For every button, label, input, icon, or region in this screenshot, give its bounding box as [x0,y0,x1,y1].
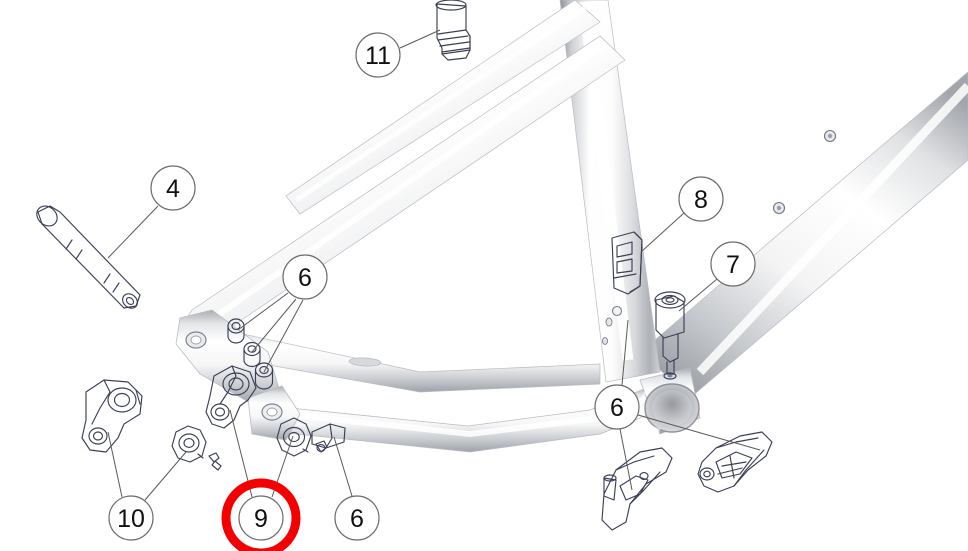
part-pivot-bolt [654,291,686,380]
frame-tube-top-tube-stub [285,0,601,215]
callout-bubble[interactable] [334,495,380,541]
frame-bottom-bracket-shell [638,367,701,435]
part-thru-axle [36,205,141,309]
leader-line-7-0 [678,278,718,312]
leader-line-6-0 [237,292,289,331]
part-screw-small-left [208,452,222,471]
callout-6-bb[interactable]: 6 [594,384,640,430]
leader-line-6-2 [263,299,304,373]
chainstay-dimple-icon [348,357,382,367]
callout-bubble[interactable] [238,495,284,541]
callout-10[interactable]: 10 [108,495,154,541]
part-threaded-insert-plug [435,0,471,61]
callout-bubble[interactable] [150,165,196,211]
leader-line-6-2 [637,414,761,451]
seat-tube-hole-icon [611,305,623,317]
part-pivot-bearing-cap [276,417,312,457]
frame-tube-down-tube [640,71,968,399]
part-cable-port-cover [611,231,643,295]
leader-line-10-0 [107,431,123,498]
part-cable-guide-tab [311,423,346,449]
leader-line-10-1 [144,451,187,501]
part-bearing-cap [171,425,207,463]
callout-bubble[interactable] [594,384,640,430]
frame-assembly [175,0,968,453]
bb-shell-bore-icon [644,383,700,433]
callout-bubble[interactable] [710,241,756,287]
highlight-ring [221,478,301,551]
part-bb-cable-guide-right [697,431,773,493]
part-dropout-plate-left [81,379,143,453]
frame-tube-seat-stay [183,35,626,339]
callout-7[interactable]: 7 [710,241,756,287]
callout-6-lower[interactable]: 6 [334,495,380,541]
callout-9[interactable]: 9 [221,478,301,551]
callout-11[interactable]: 11 [355,32,401,78]
leader-line-8-0 [640,212,685,253]
leader-line-4-0 [107,205,159,259]
callout-bubble[interactable] [678,176,724,222]
callout-8[interactable]: 8 [678,176,724,222]
part-bb-cable-guide-left [601,447,673,531]
callout-bubble[interactable] [282,254,328,300]
callout-bubble[interactable] [355,32,401,78]
part-chainstay-yoke-link [205,365,257,429]
leader-line-6-0 [333,436,353,497]
part-pivot-bushing-lower [254,362,274,390]
leader-line-11-0 [399,29,441,49]
leader-line-6-1 [619,428,633,491]
callout-6-top[interactable]: 6 [282,254,328,300]
leader-line-6-0 [621,319,629,386]
callout-4[interactable]: 4 [150,165,196,211]
callout-bubble[interactable] [108,495,154,541]
leader-line-6-1 [251,298,297,353]
part-pivot-bushing-mid [243,341,261,368]
